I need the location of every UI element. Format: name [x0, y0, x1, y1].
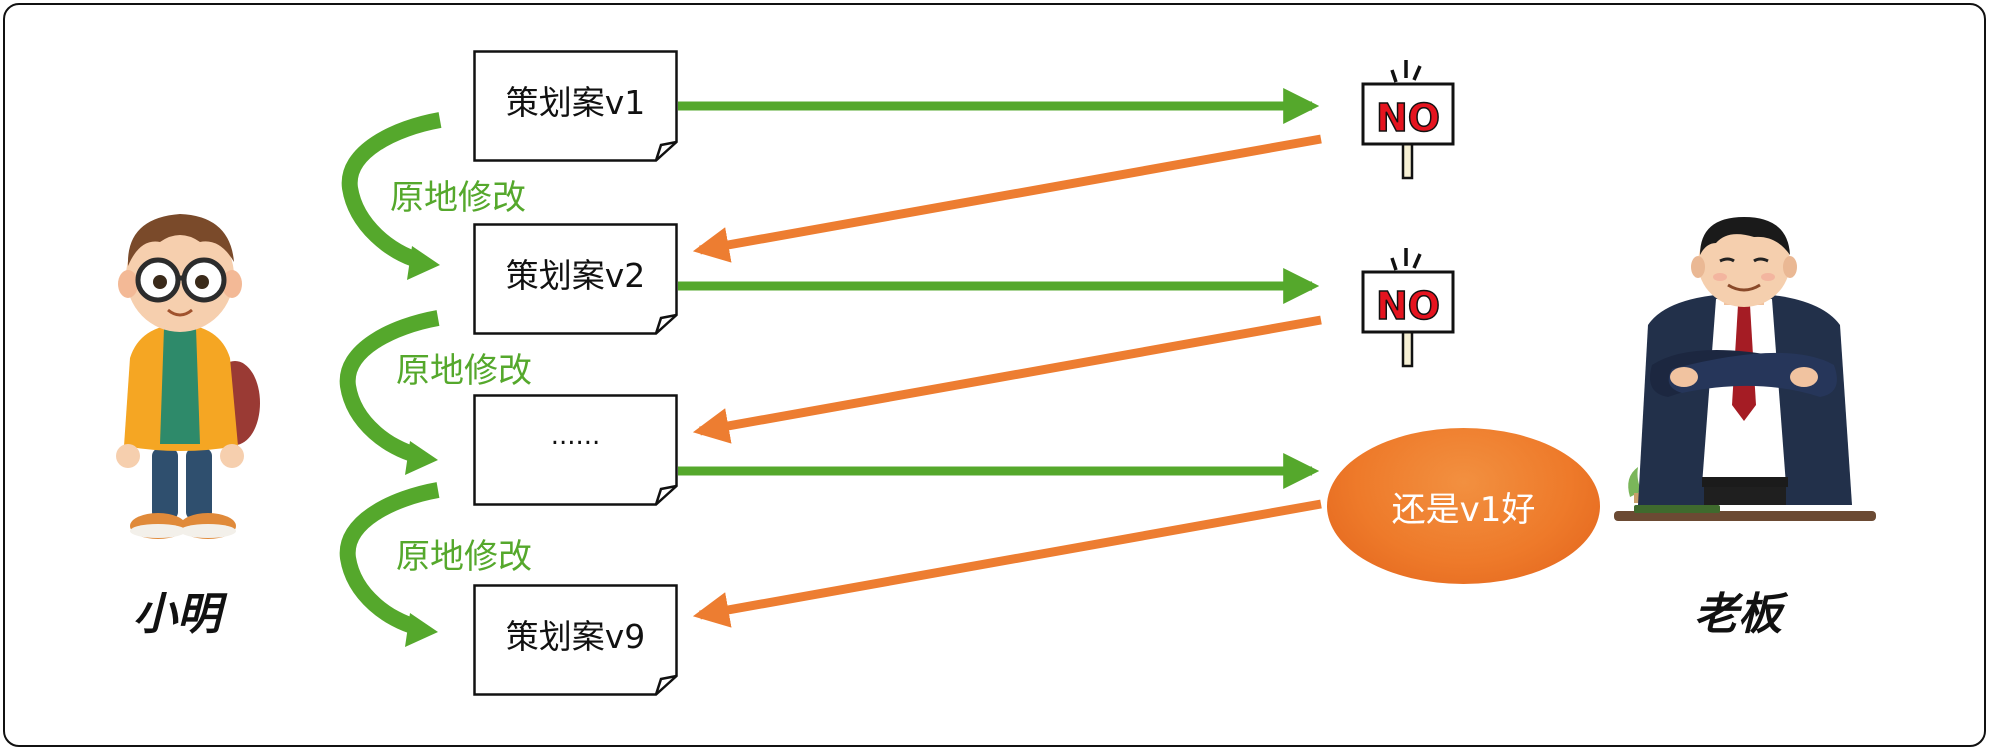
no-sign-1: NO	[1358, 56, 1458, 186]
no-sign-icon: NO	[1361, 248, 1455, 368]
document-v9: 策划案v9	[473, 584, 678, 696]
document-v2: 策划案v2	[473, 223, 678, 335]
document-label: 策划案v9	[505, 617, 646, 656]
reject-arrow-1	[692, 134, 1322, 263]
reject-arrow-3	[692, 499, 1322, 628]
edit-label-1: 原地修改	[390, 178, 526, 218]
svg-text:NO: NO	[1376, 284, 1440, 328]
edit-label-3: 原地修改	[396, 537, 532, 577]
edit-arrow-1-head	[407, 246, 440, 280]
edit-arrow-1	[341, 112, 442, 268]
reject-arrow-2	[692, 315, 1322, 444]
left-person-name: 小明	[133, 589, 221, 640]
edit-arrow-3	[339, 482, 440, 635]
feedback-bubble-text: 还是v1好	[1391, 489, 1536, 530]
document-ellipsis: ......	[473, 394, 678, 506]
svg-text:NO: NO	[1376, 96, 1440, 140]
boss-arms-crossed-icon	[1614, 217, 1876, 521]
student-boy-with-glasses-icon	[116, 214, 260, 539]
document-icon	[473, 394, 678, 506]
edit-arrow-3-head	[405, 613, 438, 647]
document-icon	[473, 50, 678, 162]
document-label: 策划案v2	[505, 256, 646, 295]
edit-arrow-2-head	[405, 441, 438, 475]
right-person-name: 老板	[1694, 589, 1782, 640]
feedback-bubble: 还是v1好	[1327, 428, 1600, 584]
document-icon	[473, 223, 678, 335]
document-v1: 策划案v1	[473, 50, 678, 162]
diagram-frame	[3, 3, 1986, 747]
document-label: 策划案v1	[505, 83, 646, 122]
document-label: ......	[550, 421, 601, 451]
edit-label-2: 原地修改	[396, 351, 532, 391]
no-sign-icon: NO	[1361, 60, 1455, 180]
edit-arrow-2	[339, 310, 440, 463]
document-icon	[473, 584, 678, 696]
no-sign-2: NO	[1358, 244, 1458, 374]
